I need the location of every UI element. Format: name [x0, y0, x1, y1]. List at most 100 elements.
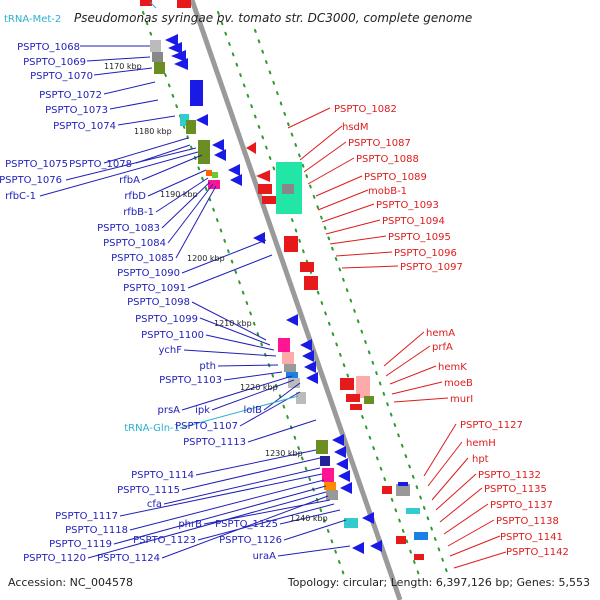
gene-block — [190, 80, 203, 106]
gene-label[interactable]: PSPTO_1091 — [123, 283, 186, 294]
gene-arrow — [230, 174, 242, 186]
gene-label[interactable]: PSPTO_1117 — [55, 511, 118, 522]
gene-label[interactable]: PSPTO_1113 — [183, 437, 246, 448]
gene-label[interactable]: PSPTO_1096 — [394, 248, 457, 259]
gene-label[interactable]: PSPTO_1078 — [69, 159, 132, 170]
accession-text: Accession: NC_004578 — [8, 576, 133, 589]
gene-block — [406, 508, 420, 514]
gene-label[interactable]: cfa — [147, 499, 162, 510]
gene-block — [296, 392, 306, 404]
gene-arrow — [256, 170, 270, 182]
gene-label[interactable]: PSPTO_1095 — [388, 232, 451, 243]
gene-label[interactable]: PSPTO_1141 — [500, 532, 563, 543]
gene-block — [316, 440, 328, 454]
gene-arrow — [246, 142, 256, 154]
gene-label[interactable]: hemA — [426, 328, 455, 339]
gene-label[interactable]: PSPTO_1114 — [131, 470, 194, 481]
gene-arrow — [336, 458, 348, 470]
tick-label: 1200 kbp — [187, 254, 225, 263]
gene-arrow — [165, 34, 178, 46]
gene-label[interactable]: PSPTO_1093 — [376, 200, 439, 211]
gene-label[interactable]: phrB — [178, 519, 202, 530]
gene-label[interactable]: PSPTO_1120 — [23, 553, 86, 564]
gene-label[interactable]: PSPTO_1107 — [175, 421, 238, 432]
gene-arrow — [196, 114, 208, 126]
gene-label[interactable]: rfbD — [124, 191, 146, 202]
gene-label[interactable]: PSPTO_1069 — [23, 57, 86, 68]
gene-label[interactable]: pth — [199, 361, 216, 372]
gene-arrow — [174, 58, 188, 70]
gene-arrow — [338, 470, 350, 482]
gene-label[interactable]: uraA — [253, 551, 277, 562]
gene-block — [286, 372, 298, 378]
gene-block — [382, 486, 392, 494]
gene-label[interactable]: rfbB-1 — [123, 207, 154, 218]
tick-label: 1220 kbp — [240, 383, 278, 392]
gene-label[interactable]: PSPTO_1135 — [484, 484, 547, 495]
gene-label[interactable]: PSPTO_1137 — [490, 500, 553, 511]
gene-arrow — [332, 434, 344, 446]
gene-label[interactable]: PSPTO_1089 — [364, 172, 427, 183]
gene-block — [300, 262, 314, 272]
gene-label[interactable]: ipk — [195, 405, 210, 416]
gene-label[interactable]: prsA — [157, 405, 180, 416]
gene-label[interactable]: rfbC-1 — [5, 191, 36, 202]
gene-label[interactable]: PSPTO_1127 — [460, 420, 523, 431]
gene-label[interactable]: hpt — [472, 454, 489, 465]
gene-label[interactable]: PSPTO_1100 — [141, 330, 204, 341]
gene-label[interactable]: PSPTO_1124 — [97, 553, 160, 564]
gene-label[interactable]: PSPTO_1075 — [5, 159, 68, 170]
gene-label[interactable]: PSPTO_1099 — [135, 314, 198, 325]
gene-label[interactable]: PSPTO_1103 — [159, 375, 222, 386]
gene-label[interactable]: murI — [450, 394, 473, 405]
gene-label[interactable]: PSPTO_1132 — [478, 470, 541, 481]
gene-block — [414, 554, 424, 560]
gene-label[interactable]: PSPTO_1090 — [117, 268, 180, 279]
gene-block — [304, 276, 318, 290]
gene-label[interactable]: hemK — [438, 362, 467, 373]
gene-label[interactable]: PSPTO_1142 — [506, 547, 569, 558]
gene-label[interactable]: rfbA — [119, 175, 140, 186]
gene-label[interactable]: PSPTO_1115 — [117, 485, 180, 496]
gene-label[interactable]: moeB — [444, 378, 473, 389]
gene-label[interactable]: mobB-1 — [368, 186, 407, 197]
gene-label[interactable]: PSPTO_1073 — [45, 105, 108, 116]
tick-label: 1240 kbp — [290, 514, 328, 523]
trna-gln-label[interactable]: tRNA-Gln-1 — [124, 423, 180, 434]
gene-label[interactable]: PSPTO_1084 — [103, 238, 166, 249]
gene-label[interactable]: PSPTO_1070 — [30, 71, 93, 82]
gene-arrow — [334, 446, 346, 458]
gene-block — [208, 180, 220, 189]
gene-label[interactable]: PSPTO_1072 — [39, 90, 102, 101]
gene-label[interactable]: lolB — [243, 405, 262, 416]
gene-block — [344, 518, 358, 528]
gene-label[interactable]: PSPTO_1098 — [127, 297, 190, 308]
gene-label[interactable]: PSPTO_1125 — [215, 519, 278, 530]
gene-label[interactable]: PSPTO_1083 — [97, 223, 160, 234]
gene-label[interactable]: PSPTO_1094 — [382, 216, 445, 227]
organism-title: Pseudomonas syringae pv. tomato str. DC3… — [74, 11, 472, 25]
gene-label[interactable]: PSPTO_1087 — [348, 138, 411, 149]
gene-label[interactable]: PSPTO_1119 — [49, 539, 112, 550]
gene-block — [324, 482, 336, 490]
gene-block — [206, 170, 212, 176]
gene-label[interactable]: PSPTO_1085 — [111, 253, 174, 264]
gene-label[interactable]: hemH — [466, 438, 496, 449]
gene-label[interactable]: PSPTO_1118 — [65, 525, 128, 536]
right-strand-features — [140, 0, 428, 560]
gene-label[interactable]: PSPTO_1097 — [400, 262, 463, 273]
gene-label[interactable]: PSPTO_1076 — [0, 175, 62, 186]
gene-label[interactable]: prfA — [432, 342, 453, 353]
gene-label[interactable]: PSPTO_1123 — [133, 535, 196, 546]
gene-arrow — [302, 350, 314, 362]
gene-label[interactable]: PSPTO_1088 — [356, 154, 419, 165]
gene-label[interactable]: PSPTO_1126 — [219, 535, 282, 546]
gene-label[interactable]: PSPTO_1082 — [334, 104, 397, 115]
gene-label[interactable]: PSPTO_1074 — [53, 121, 116, 132]
gene-label[interactable]: ychF — [158, 345, 182, 356]
gene-block — [177, 0, 191, 8]
gene-arrow — [212, 139, 224, 151]
gene-label[interactable]: hsdM — [342, 122, 369, 133]
gene-label[interactable]: PSPTO_1138 — [496, 516, 559, 527]
gene-label[interactable]: PSPTO_1068 — [17, 42, 80, 53]
